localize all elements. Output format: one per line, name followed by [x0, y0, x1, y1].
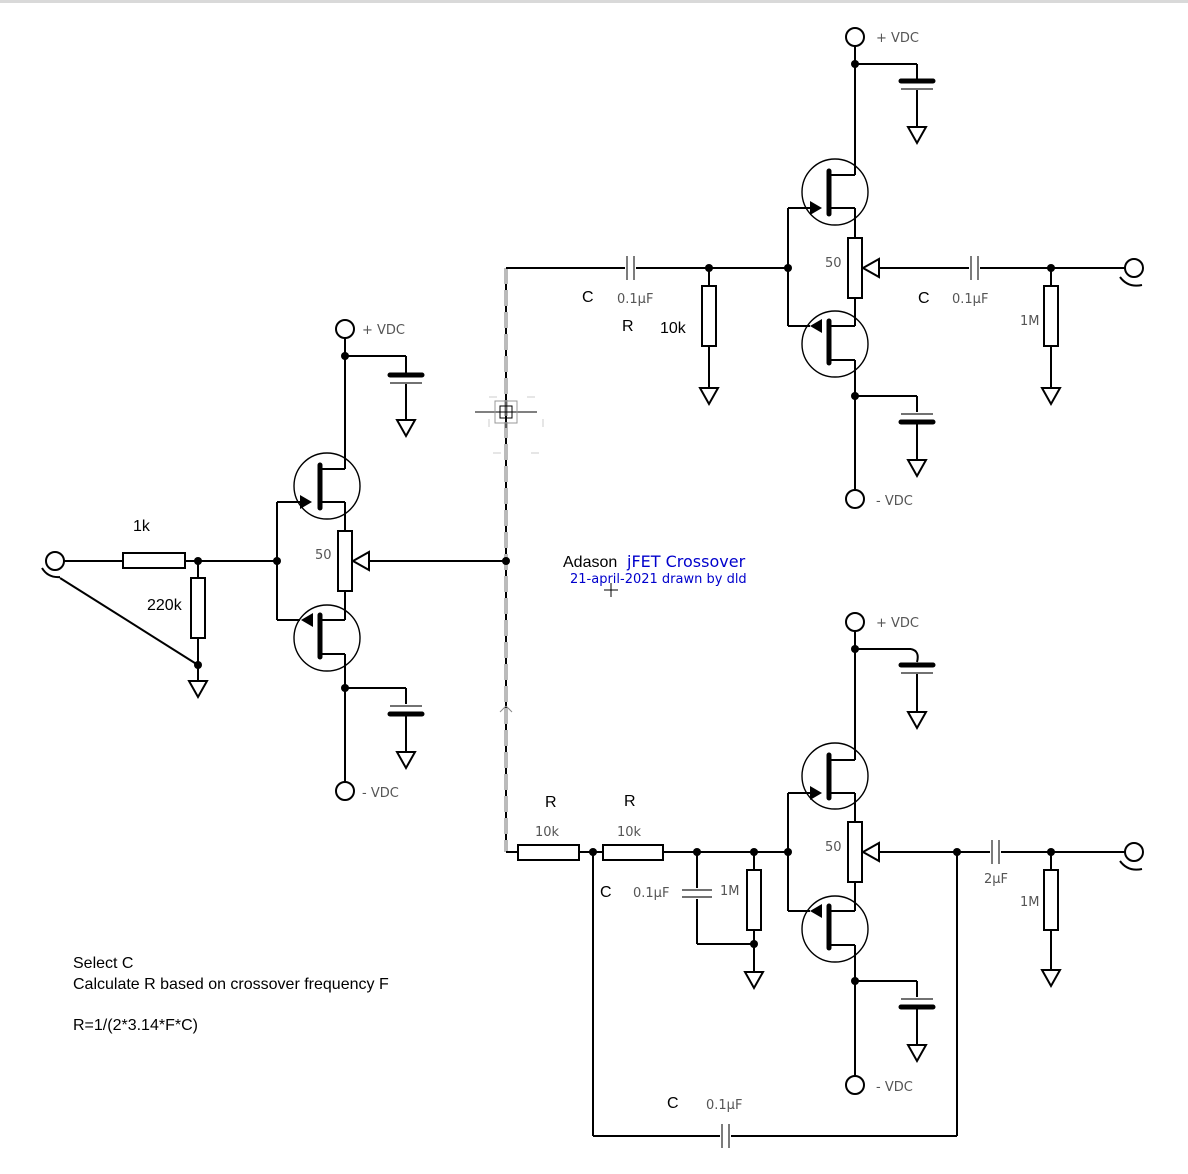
hp-cap-value: 0.1µF [617, 292, 653, 307]
decoupling-cap-neg-input [387, 705, 425, 717]
vdc-neg-terminal-hp[interactable] [845, 489, 865, 509]
lp-output-jack[interactable] [1119, 842, 1144, 871]
title-block: Adason jFET Crossover 21-april-2021 draw… [563, 552, 747, 597]
input-stage: 1k 220k [41, 319, 506, 801]
lp-r1-label: R [545, 794, 557, 811]
note-select-c: Select C [73, 955, 133, 972]
split-bus[interactable] [499, 268, 513, 852]
vdc-pos-terminal-lp[interactable] [845, 612, 865, 632]
lp-feedback-cap[interactable] [721, 1124, 730, 1148]
resistor-1k-label: 1k [133, 518, 151, 535]
hp-resistor-1m[interactable] [1043, 285, 1059, 347]
input-jack[interactable] [41, 551, 65, 579]
jfet-upper-input[interactable] [293, 452, 361, 520]
resistor-1k[interactable] [122, 552, 186, 569]
window-top-border [0, 0, 1188, 3]
note-formula: R=1/(2*3.14*F*C) [73, 1017, 198, 1034]
hp-input-cap[interactable] [626, 256, 635, 280]
vdc-pos-terminal-hp[interactable] [845, 27, 865, 47]
note-calc-r: Calculate R based on crossover frequency… [73, 976, 389, 993]
vdc-neg-label-hp: - VDC [876, 494, 913, 509]
decoupling-cap-pos-hp [898, 78, 936, 90]
hp-out-cap-label: C [918, 290, 930, 307]
lp-r2-value: 10k [617, 825, 642, 840]
low-pass-stage: R 10k R 10k C 0.1µF 1M [506, 612, 1144, 1148]
lp-r2-label: R [624, 793, 636, 810]
lp-output-cap[interactable] [991, 840, 1000, 864]
title-main: jFET Crossover [626, 552, 746, 571]
lp-out-res-label: 1M [1020, 895, 1040, 910]
potentiometer-50-input[interactable] [337, 530, 370, 592]
lp-shunt-cap[interactable] [682, 889, 712, 898]
lp-res-label: 1M [720, 884, 740, 899]
jfet-lower-hp[interactable] [801, 310, 869, 378]
jfet-lower-input[interactable] [293, 604, 361, 672]
vdc-neg-terminal-lp[interactable] [845, 1075, 865, 1095]
decoupling-cap-pos-lp [898, 662, 936, 674]
vdc-neg-label-lp: - VDC [876, 1080, 913, 1095]
decoupling-cap-neg-hp [898, 413, 936, 425]
vdc-neg-terminal-input[interactable] [335, 781, 355, 801]
potentiometer-50-lp[interactable] [847, 821, 880, 883]
high-pass-stage: C 0.1µF R 10k [506, 27, 1144, 509]
pot-lp-label: 50 [825, 840, 842, 855]
hp-res-value: 10k [660, 320, 687, 337]
hp-res-label: R [622, 318, 634, 335]
jfet-upper-lp[interactable] [801, 742, 869, 810]
lp-cap-value: 0.1µF [633, 886, 669, 901]
hp-out-cap-value: 0.1µF [952, 292, 988, 307]
pot-input-label: 50 [315, 548, 332, 563]
lp-resistor-r2[interactable] [602, 844, 664, 861]
jfet-lower-lp[interactable] [801, 895, 869, 963]
lp-r1-value: 10k [535, 825, 560, 840]
hp-out-res-label: 1M [1020, 314, 1040, 329]
vdc-pos-label-hp: + VDC [876, 31, 919, 46]
design-notes: Select C Calculate R based on crossover … [73, 955, 389, 1034]
selection-cursor [475, 396, 544, 454]
potentiometer-50-hp[interactable] [847, 237, 880, 299]
lp-fb-cap-value: 0.1µF [706, 1098, 742, 1113]
decoupling-cap-pos-input [387, 372, 425, 384]
lp-resistor-1m[interactable] [746, 869, 762, 931]
vdc-neg-label-input: - VDC [362, 786, 399, 801]
lp-out-cap-value: 2µF [984, 872, 1008, 887]
lp-resistor-r1[interactable] [517, 844, 580, 861]
hp-cap-label: C [582, 289, 594, 306]
decoupling-cap-neg-lp [898, 998, 936, 1010]
hp-resistor-10k[interactable] [701, 285, 717, 347]
lp-fb-cap-label: C [667, 1095, 679, 1112]
title-sub: 21-april-2021 drawn by dld [570, 572, 747, 587]
lp-cap-label: C [600, 884, 612, 901]
resistor-220k-label: 220k [147, 597, 183, 614]
pot-hp-label: 50 [825, 256, 842, 271]
ground-symbol [187, 680, 209, 700]
resistor-220k[interactable] [190, 577, 206, 639]
vdc-pos-label-input: + VDC [362, 323, 405, 338]
hp-output-jack[interactable] [1119, 258, 1144, 287]
vdc-pos-label-lp: + VDC [876, 616, 919, 631]
title-prefix: Adason [563, 554, 617, 571]
lp-out-resistor-1m[interactable] [1043, 869, 1059, 931]
hp-output-cap[interactable] [970, 256, 979, 280]
jfet-upper-hp[interactable] [801, 158, 869, 226]
vdc-pos-terminal-input[interactable] [335, 319, 355, 339]
